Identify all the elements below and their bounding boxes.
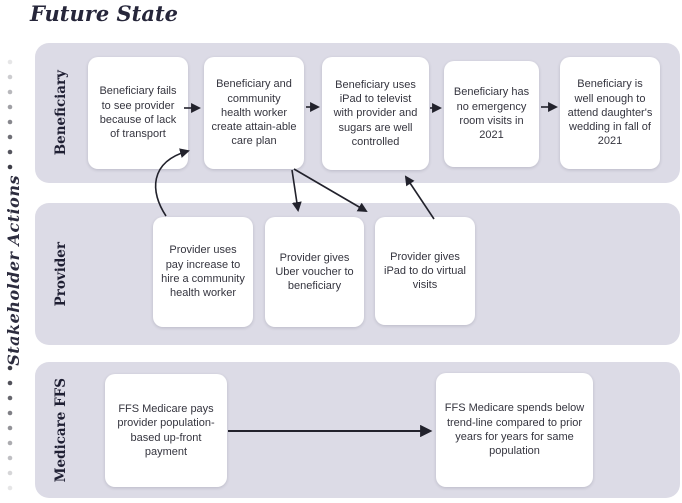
node-no-emergency-room-visits: Beneficiary has no emergency room visits… bbox=[444, 61, 539, 167]
lane-beneficiary-label: Beneficiary bbox=[53, 70, 69, 156]
lane-beneficiary: Beneficiary Beneficiary fails to see pro… bbox=[35, 43, 680, 183]
node-create-attainable-care-plan: Beneficiary and community health worker … bbox=[204, 57, 304, 169]
node-ffs-upfront-payment: FFS Medicare pays provider population-ba… bbox=[105, 374, 227, 487]
dotted-rail-top bbox=[7, 59, 13, 170]
stakeholder-actions-label: Stakeholder Actions bbox=[4, 174, 23, 366]
page-title: Future State bbox=[30, 1, 179, 26]
node-attends-daughters-wedding: Beneficiary is well enough to attend dau… bbox=[560, 57, 660, 169]
lane-medicare-label: Medicare FFS bbox=[53, 377, 69, 483]
stakeholder-actions-label-wrap: Stakeholder Actions bbox=[0, 170, 27, 370]
node-provider-gives-uber-voucher: Provider gives Uber voucher to beneficia… bbox=[265, 217, 364, 327]
node-beneficiary-fails-to-see-provider: Beneficiary fails to see provider becaus… bbox=[88, 57, 188, 169]
node-ffs-spends-below-trendline: FFS Medicare spends below trend-line com… bbox=[436, 373, 593, 487]
lane-beneficiary-label-wrap: Beneficiary bbox=[39, 43, 83, 183]
node-provider-hires-community-health-worker: Provider uses pay increase to hire a com… bbox=[153, 217, 253, 327]
lane-medicare-ffs: Medicare FFS FFS Medicare pays provider … bbox=[35, 362, 680, 498]
node-provider-gives-ipad: Provider gives iPad to do virtual visits bbox=[375, 217, 475, 325]
node-uses-ipad-to-televist: Beneficiary uses iPad to televist with p… bbox=[322, 57, 429, 170]
lane-provider: Provider Provider uses pay increase to h… bbox=[35, 203, 680, 345]
dotted-rail-bottom bbox=[7, 365, 13, 491]
lane-provider-label-wrap: Provider bbox=[39, 203, 83, 345]
lane-provider-label: Provider bbox=[53, 241, 69, 307]
lane-medicare-label-wrap: Medicare FFS bbox=[39, 362, 83, 498]
